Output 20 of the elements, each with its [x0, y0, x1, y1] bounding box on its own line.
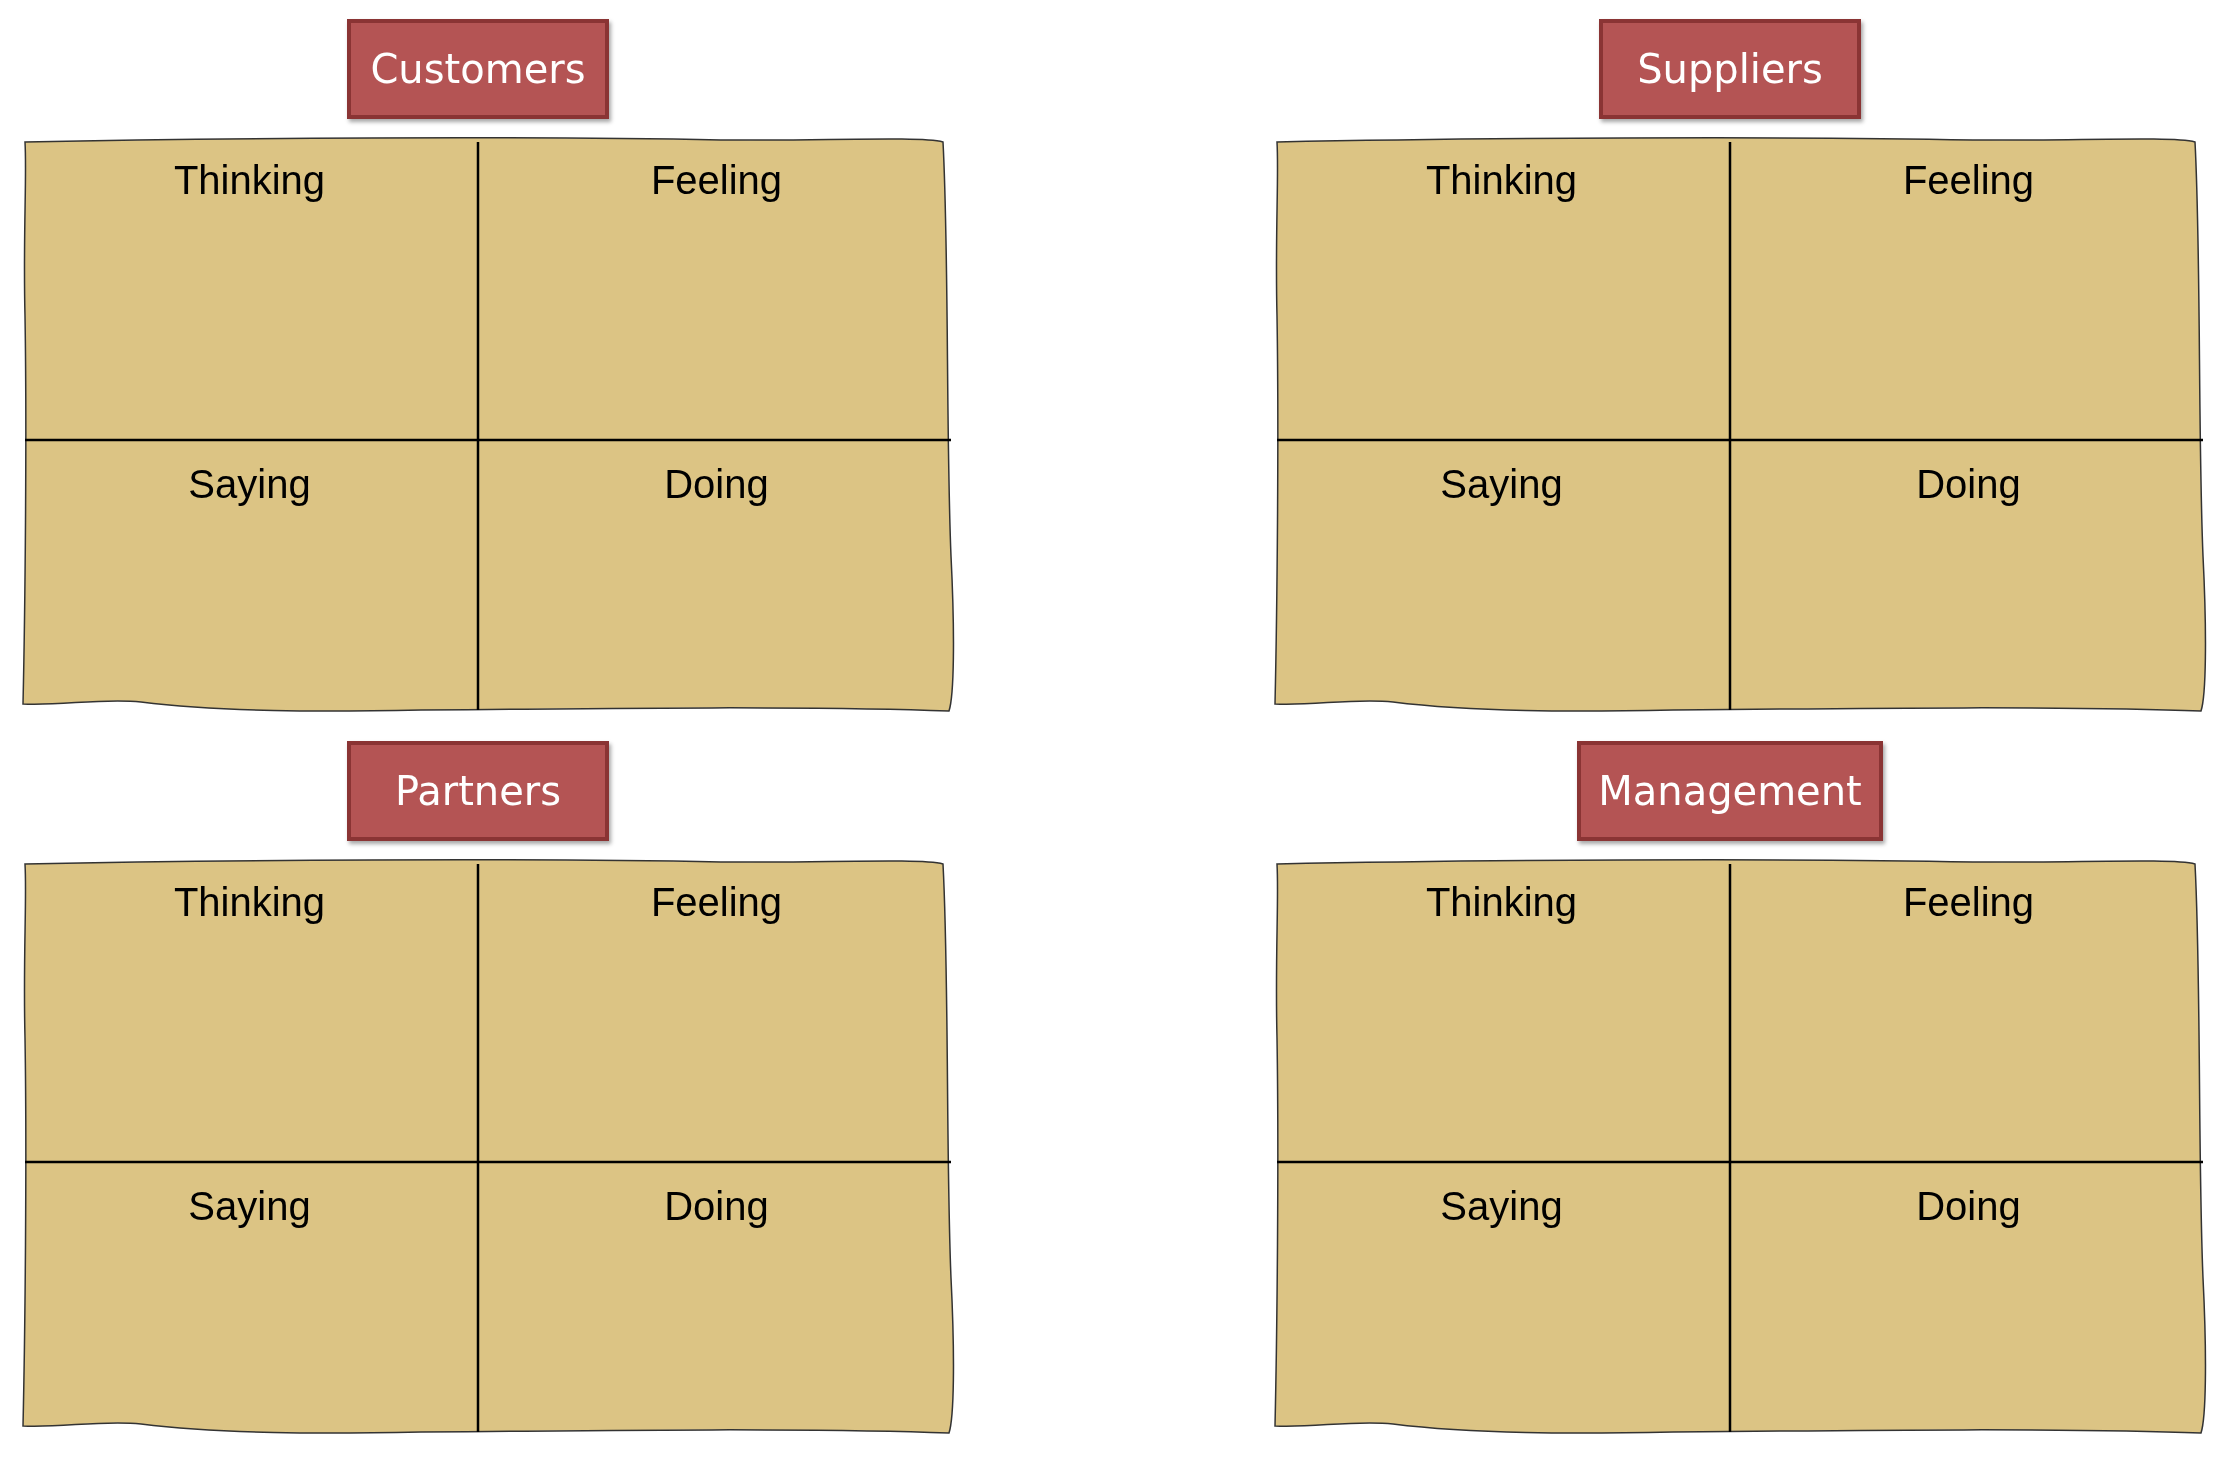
quadrant-heading: Doing	[664, 1184, 769, 1229]
title-banner: Partners	[347, 741, 609, 841]
quadrant-heading: Saying	[188, 1184, 311, 1229]
quadrant-heading: Doing	[1916, 1184, 2021, 1229]
title-banner: Management	[1577, 741, 1883, 841]
quadrant-heading: Thinking	[173, 158, 326, 203]
quadrant-heading: Thinking	[1425, 880, 1578, 925]
quadrant-heading: Feeling	[1902, 880, 2035, 925]
quadrant-heading: Feeling	[650, 880, 783, 925]
quadrant-heading: Feeling	[650, 158, 783, 203]
quadrant-heading: Doing	[1916, 462, 2021, 507]
quadrant-heading: Saying	[188, 462, 311, 507]
quadrant-heading: Doing	[664, 462, 769, 507]
quadrant-heading: Saying	[1440, 1184, 1563, 1229]
quadrant-heading: Saying	[1440, 462, 1563, 507]
quadrant-heading: Thinking	[173, 880, 326, 925]
quadrant-heading: Thinking	[1425, 158, 1578, 203]
title-banner: Customers	[347, 19, 609, 119]
quadrant-heading: Feeling	[1902, 158, 2035, 203]
title-banner: Suppliers	[1599, 19, 1861, 119]
